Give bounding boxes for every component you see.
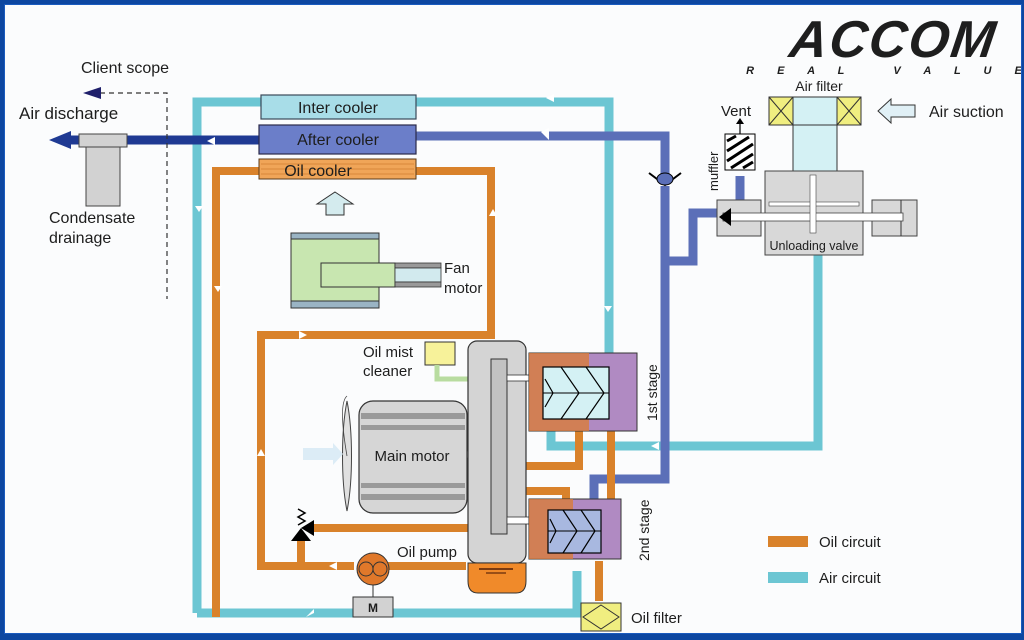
cooling-fan [290, 232, 396, 309]
legend-item-air: Air circuit [768, 570, 882, 587]
diagram-frame: Client scope Air discharge Condensate dr… [4, 4, 1022, 634]
fan-motor-label-1: Fan [444, 260, 470, 277]
muffler-label: muffler [706, 151, 721, 191]
inter-cooler: Inter cooler [260, 94, 417, 120]
fan-motor-label-2: motor [444, 280, 482, 297]
after-cooler-label: After cooler [297, 132, 379, 149]
main-motor [303, 395, 498, 514]
oil-cooler: Oil cooler [258, 158, 417, 180]
after-cooler: After cooler [258, 124, 417, 155]
air-suction-arrow-icon [877, 97, 916, 125]
legend-label-oil: Oil circuit [819, 534, 882, 551]
legend-swatch-oil [768, 536, 808, 547]
gearbox [467, 340, 548, 594]
unloader-to-stage1-pipe [546, 253, 823, 451]
client-scope-arrow-icon [83, 87, 101, 99]
air-suction-label: Air suction [929, 104, 1004, 121]
compressor-flow-diagram: Client scope Air discharge Condensate dr… [19, 11, 1021, 632]
air-discharge-label: Air discharge [19, 104, 118, 123]
vent-arrow-icon [736, 118, 744, 124]
condensate-label-1: Condensate [49, 210, 135, 227]
first-stage-label: 1st stage [644, 364, 660, 421]
air-filter [768, 96, 862, 172]
oil-cooler-return-pipe [257, 167, 495, 570]
main-motor-label: Main motor [374, 448, 449, 465]
intercooler-loop-pipe [192, 97, 263, 613]
check-valve-icon [648, 172, 682, 187]
oil-pump-label: Oil pump [397, 544, 457, 561]
legend-item-oil: Oil circuit [768, 534, 882, 551]
oil-cooler-loop-pipe [212, 167, 259, 617]
air-circuit-pipes [192, 97, 823, 618]
brand-tagline: R E A L V A L U E [746, 65, 1021, 77]
second-stage-label: 2nd stage [636, 499, 652, 561]
client-scope-boundary: Client scope [81, 60, 169, 299]
oil-cooler-label: Oil cooler [284, 163, 352, 180]
air-discharge-arrow-icon [49, 131, 71, 149]
compressed-air-pipes [414, 131, 745, 506]
oil-mist-cleaner [424, 341, 469, 382]
pump-motor-label: M [368, 601, 378, 615]
brand-logo: ACCOM R E A L V A L U E [746, 11, 1021, 77]
air-bottom-pipe [197, 571, 582, 618]
cooling-air-up-arrow-icon [315, 191, 355, 216]
air-filter-label: Air filter [795, 78, 843, 94]
intercooler-return-pipe [414, 97, 614, 356]
first-stage-compressor [528, 352, 638, 432]
after-cooler-supply-pipe [414, 131, 670, 506]
legend: Oil circuit Air circuit [768, 534, 882, 587]
client-scope-label: Client scope [81, 60, 169, 77]
brand-name: ACCOM [784, 11, 1001, 69]
oil-pump: M [352, 552, 394, 618]
second-stage-compressor [528, 498, 622, 560]
vent-label: Vent [721, 103, 752, 120]
fan-motor [394, 262, 442, 288]
legend-label-air: Air circuit [819, 570, 882, 587]
pressure-relief-valve-icon [291, 508, 314, 541]
condensate-drain [78, 133, 128, 207]
unloading-valve [716, 170, 918, 256]
condensate-label-2: drainage [49, 230, 111, 247]
unloader-branch-pipe [665, 208, 717, 266]
oil-mist-label-1: Oil mist [363, 344, 414, 361]
oil-filter [580, 602, 622, 632]
muffler [724, 133, 756, 171]
oil-filter-label: Oil filter [631, 610, 682, 627]
legend-swatch-air [768, 572, 808, 583]
unloading-valve-label: Unloading valve [770, 239, 859, 253]
oil-mist-label-2: cleaner [363, 363, 412, 380]
inter-cooler-label: Inter cooler [298, 100, 379, 117]
